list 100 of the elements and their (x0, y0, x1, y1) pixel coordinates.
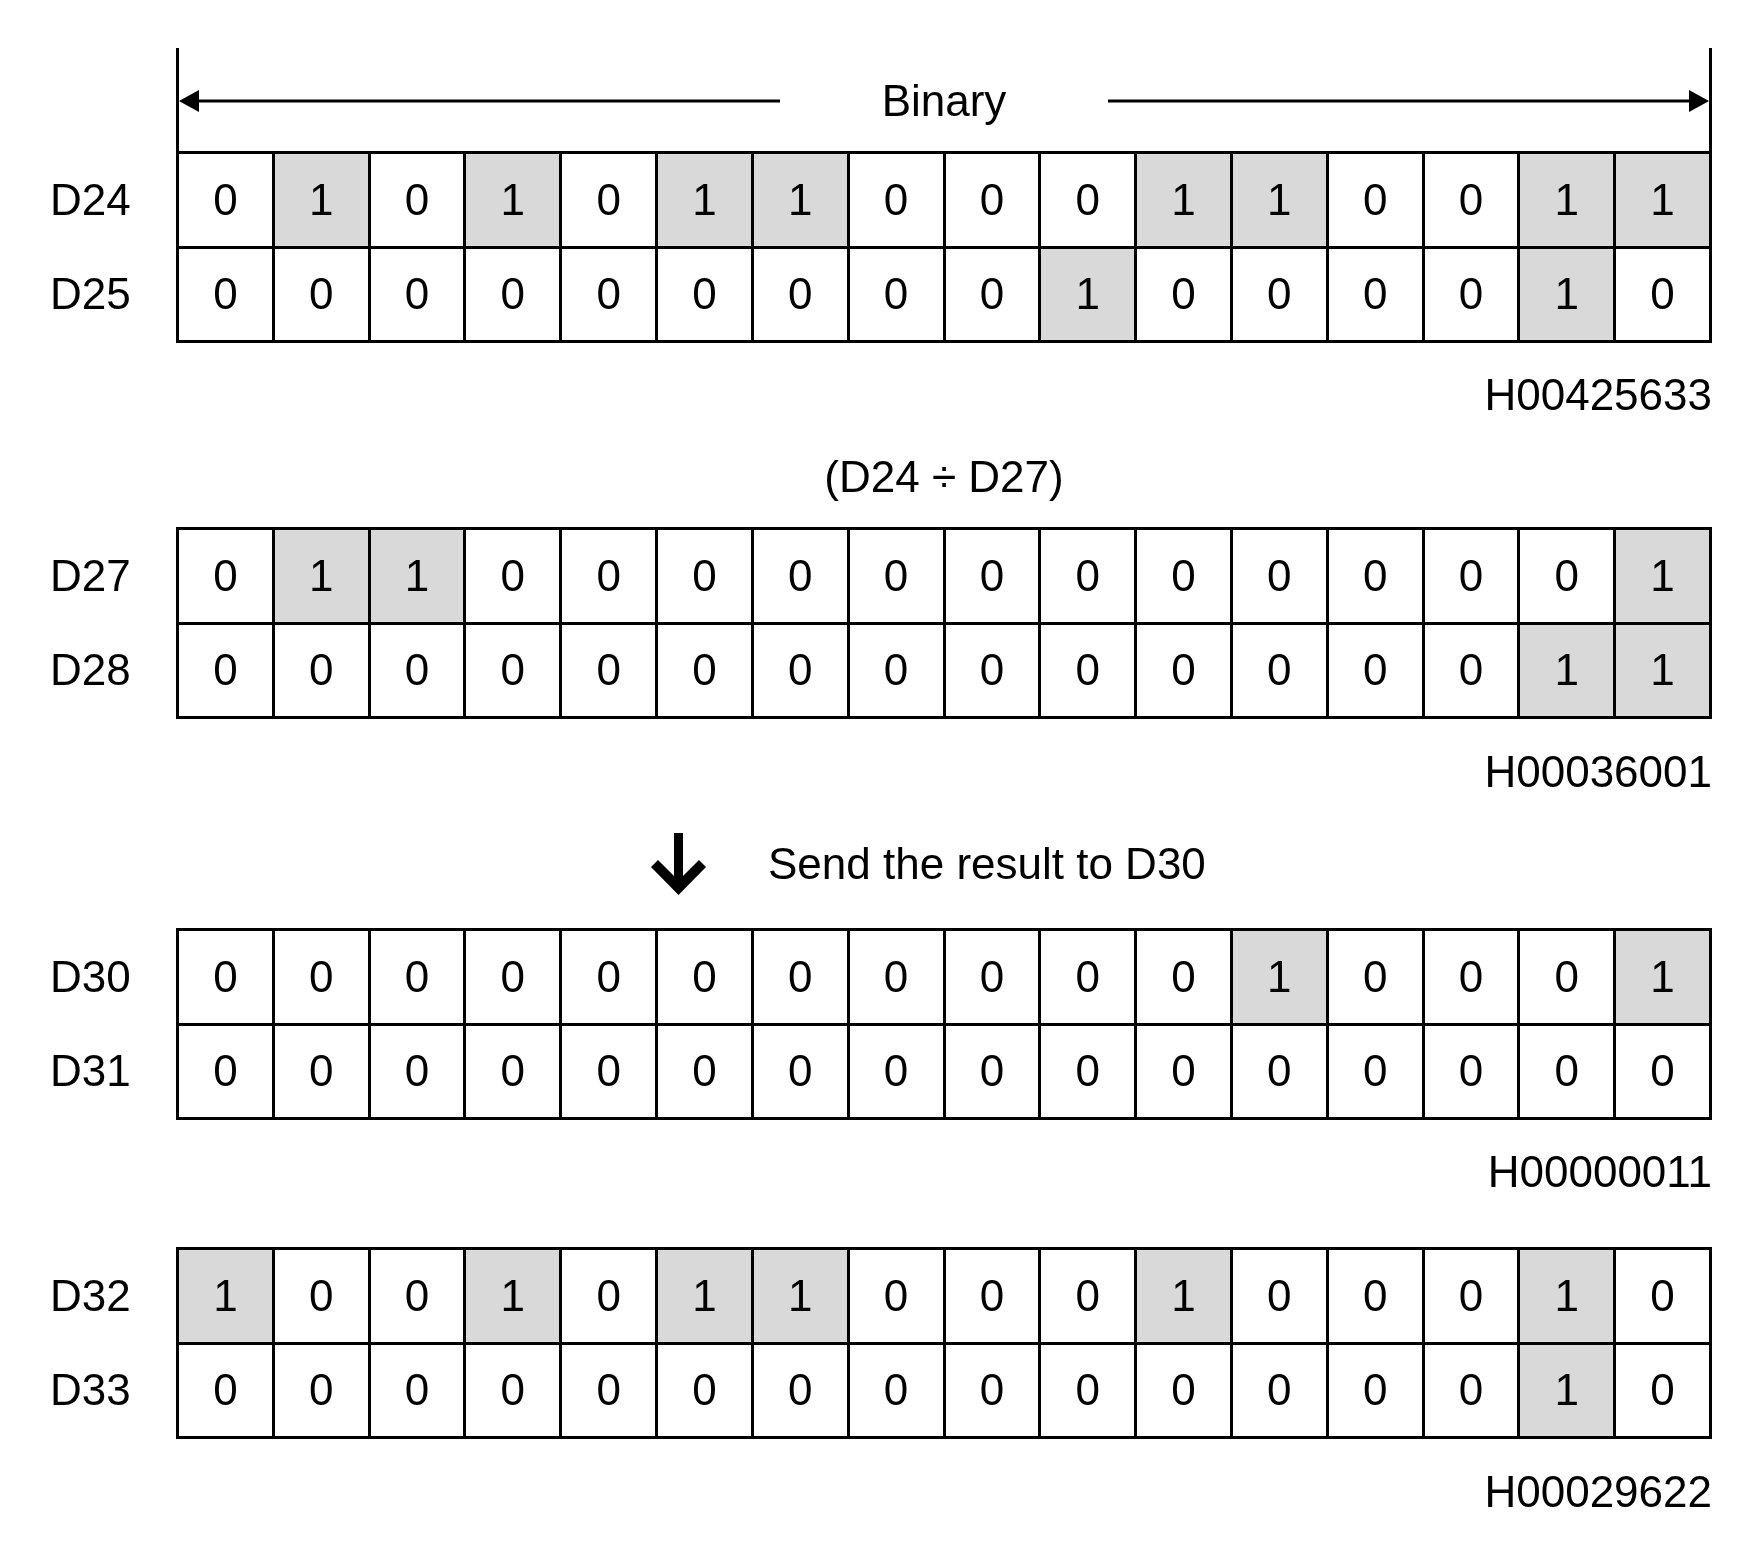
bit-cell: 0 (1328, 248, 1422, 340)
bit-cell: 0 (562, 1250, 656, 1342)
bit-cell: 1 (1616, 530, 1709, 622)
bit-cell: 0 (753, 248, 847, 340)
bit-cell: 0 (274, 1025, 368, 1117)
bit-cell: 1 (1232, 154, 1326, 246)
bit-cell: 0 (1328, 530, 1422, 622)
bit-cell: 0 (274, 931, 368, 1023)
bit-cell: 0 (1520, 1025, 1614, 1117)
bit-cell: 0 (1232, 530, 1326, 622)
register-label: D33 (50, 1368, 131, 1413)
hex-value: H00000011 (1487, 1150, 1712, 1194)
bit-cell: 0 (753, 1025, 847, 1117)
bit-cell: 0 (1424, 1025, 1518, 1117)
bit-cell: 0 (179, 624, 272, 716)
bit-cell: 0 (658, 931, 751, 1023)
bit-cell: 0 (1041, 1250, 1135, 1342)
register-label: D28 (50, 648, 131, 693)
bit-cell: 0 (466, 931, 560, 1023)
bit-cell: 0 (945, 1344, 1039, 1436)
bit-cell: 0 (466, 248, 560, 340)
bit-cell: 0 (562, 931, 656, 1023)
bit-cell: 1 (1616, 931, 1709, 1023)
bit-cell: 0 (179, 530, 272, 622)
bit-cell: 0 (1616, 1250, 1709, 1342)
bit-cell: 0 (370, 624, 464, 716)
bit-cell: 0 (849, 530, 943, 622)
instruction-text: Send the result to D30 (768, 842, 1206, 886)
bit-cell: 0 (1424, 931, 1518, 1023)
bit-cell: 1 (753, 154, 847, 246)
bit-cell: 0 (849, 1025, 943, 1117)
bit-cell: 0 (1520, 931, 1614, 1023)
bit-cell: 1 (1616, 624, 1709, 716)
bit-cell: 0 (1041, 530, 1135, 622)
bit-cell: 0 (658, 624, 751, 716)
bit-cell: 1 (466, 154, 560, 246)
bit-cell: 0 (1616, 1344, 1709, 1436)
bit-cell: 0 (1616, 248, 1709, 340)
bit-cell: 1 (1041, 248, 1135, 340)
bit-cell: 0 (466, 624, 560, 716)
bit-cell: 1 (179, 1250, 272, 1342)
bit-cell: 0 (849, 1250, 943, 1342)
bit-cell: 0 (1041, 624, 1135, 716)
bit-cell: 0 (1424, 624, 1518, 716)
bit-cell: 0 (849, 154, 943, 246)
bit-cell: 0 (849, 1344, 943, 1436)
bit-cell: 0 (1232, 624, 1326, 716)
bit-cell: 0 (466, 530, 560, 622)
bit-cell: 0 (179, 1025, 272, 1117)
bit-cell: 0 (1137, 248, 1230, 340)
bit-cell: 0 (1424, 1250, 1518, 1342)
bit-cell: 0 (753, 931, 847, 1023)
bit-cell: 0 (370, 1344, 464, 1436)
bit-cell: 0 (466, 1025, 560, 1117)
bit-cell: 0 (179, 1344, 272, 1436)
register-label: D32 (50, 1273, 131, 1318)
bit-cell: 0 (370, 931, 464, 1023)
dimension-label: Binary (881, 79, 1007, 123)
bit-cell: 0 (658, 1344, 751, 1436)
bit-cell: 0 (1041, 154, 1135, 246)
bit-cell: 0 (466, 1344, 560, 1436)
bit-cell: 0 (753, 530, 847, 622)
register-label: D24 (50, 177, 131, 222)
operation-label: (D24 ÷ D27) (824, 455, 1064, 499)
register-label: D30 (50, 954, 131, 999)
bit-cell: 0 (1424, 1344, 1518, 1436)
bit-cell: 0 (274, 248, 368, 340)
bit-cell: 0 (1328, 1025, 1422, 1117)
hex-value: H00029622 (1484, 1470, 1712, 1514)
bit-cell: 0 (1424, 154, 1518, 246)
bit-cell: 0 (849, 248, 943, 340)
bit-cell: 0 (1424, 248, 1518, 340)
bit-cell: 0 (849, 624, 943, 716)
bit-cell: 0 (658, 248, 751, 340)
bit-cell: 0 (658, 1025, 751, 1117)
bit-cell: 1 (1137, 154, 1230, 246)
register-label: D27 (50, 553, 131, 598)
bit-cell: 1 (274, 154, 368, 246)
bit-cell: 0 (1137, 931, 1230, 1023)
bit-cell: 0 (1041, 931, 1135, 1023)
bit-cell: 0 (945, 530, 1039, 622)
bit-cell: 0 (274, 1344, 368, 1436)
bit-cell: 0 (945, 248, 1039, 340)
bit-cell: 1 (1520, 1344, 1614, 1436)
bit-cell: 0 (1041, 1025, 1135, 1117)
bit-cell: 0 (753, 624, 847, 716)
bit-cell: 0 (1520, 530, 1614, 622)
bit-cell: 0 (1137, 530, 1230, 622)
bit-cell: 0 (753, 1344, 847, 1436)
bit-cell: 0 (562, 624, 656, 716)
bit-cell: 0 (1137, 1025, 1230, 1117)
bit-cell: 0 (658, 530, 751, 622)
register-label: D25 (50, 272, 131, 317)
bit-cell: 1 (1137, 1250, 1230, 1342)
bit-cell: 0 (1232, 1025, 1326, 1117)
hex-value: H00036001 (1484, 750, 1712, 794)
bit-cell: 0 (179, 931, 272, 1023)
bit-cell: 0 (1137, 1344, 1230, 1436)
bit-cell: 0 (1616, 1025, 1709, 1117)
bit-cell: 0 (370, 1025, 464, 1117)
